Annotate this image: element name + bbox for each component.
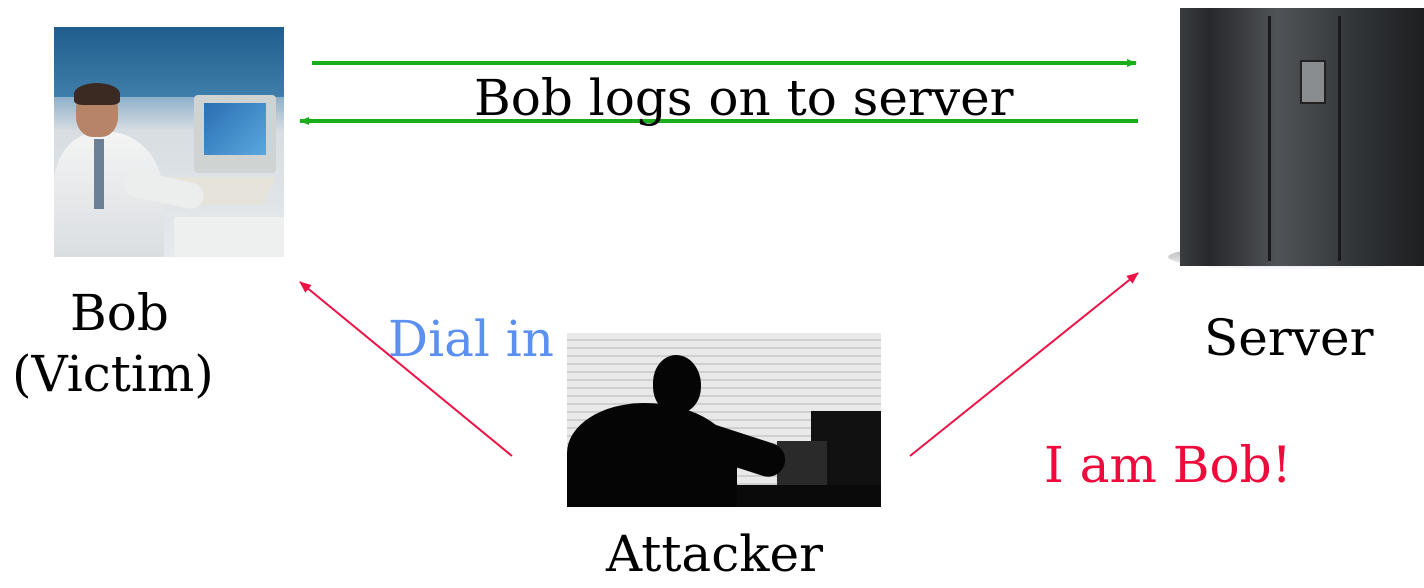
dial-in-label: Dial in (388, 310, 554, 368)
bob-role-label: (Victim) (12, 345, 214, 403)
message-label: Bob logs on to server (474, 69, 1014, 127)
arrow-attacker-to-server (909, 272, 1139, 457)
bob-computer-image (54, 27, 284, 257)
arrow-attacker-to-bob (299, 281, 513, 457)
server-label: Server (1204, 309, 1374, 367)
attacker-label: Attacker (606, 525, 824, 583)
attacker-image (567, 333, 881, 507)
bob-name-label: Bob (70, 284, 169, 342)
server-image (1128, 8, 1424, 273)
claim-label: I am Bob! (1044, 436, 1292, 494)
